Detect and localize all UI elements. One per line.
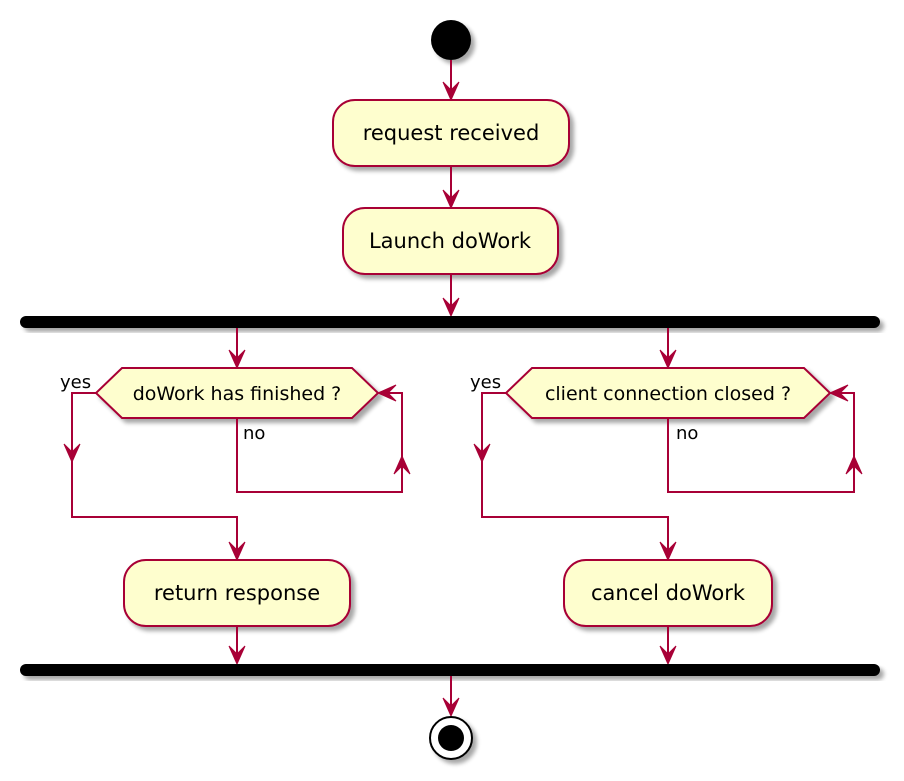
decision-connection-closed: client connection closed ?: [504, 367, 832, 419]
activity-return-response: return response: [123, 559, 351, 627]
edge-fork-to-dowork-decision: [228, 328, 246, 370]
edge-dowork-yes: [63, 392, 246, 562]
fork-bar: [20, 316, 880, 328]
join-bar: [20, 664, 880, 676]
dowork-no-label: no: [243, 423, 265, 444]
edge-return-to-join: [228, 626, 246, 666]
edge-connection-yes: [473, 392, 677, 562]
activity-launch-dowork-label: Launch doWork: [369, 229, 532, 253]
edge-join-to-stop: [442, 676, 460, 718]
activity-cancel-dowork: cancel doWork: [563, 559, 773, 627]
edge-launch-to-fork: [442, 274, 460, 318]
activity-return-response-label: return response: [154, 581, 320, 605]
activity-launch-dowork: Launch doWork: [342, 207, 559, 275]
edge-start-to-request: [442, 60, 460, 102]
edge-request-to-launch: [442, 166, 460, 210]
edge-connection-no-loop: [667, 384, 863, 493]
edge-dowork-no-loop: [236, 384, 411, 493]
decision-dowork-finished-label: doWork has finished ?: [133, 383, 342, 405]
activity-request-received-label: request received: [363, 121, 540, 145]
edge-cancel-to-join: [659, 626, 677, 666]
activity-request-received: request received: [332, 99, 570, 167]
connection-no-label: no: [676, 423, 698, 444]
stop-node: [429, 716, 473, 760]
dowork-yes-label: yes: [60, 372, 91, 393]
activity-cancel-dowork-label: cancel doWork: [591, 581, 746, 605]
edge-fork-to-connection-decision: [659, 328, 677, 370]
start-node: [431, 20, 471, 60]
decision-dowork-finished: doWork has finished ?: [94, 367, 380, 419]
connection-yes-label: yes: [470, 372, 501, 393]
decision-connection-closed-label: client connection closed ?: [545, 383, 791, 405]
